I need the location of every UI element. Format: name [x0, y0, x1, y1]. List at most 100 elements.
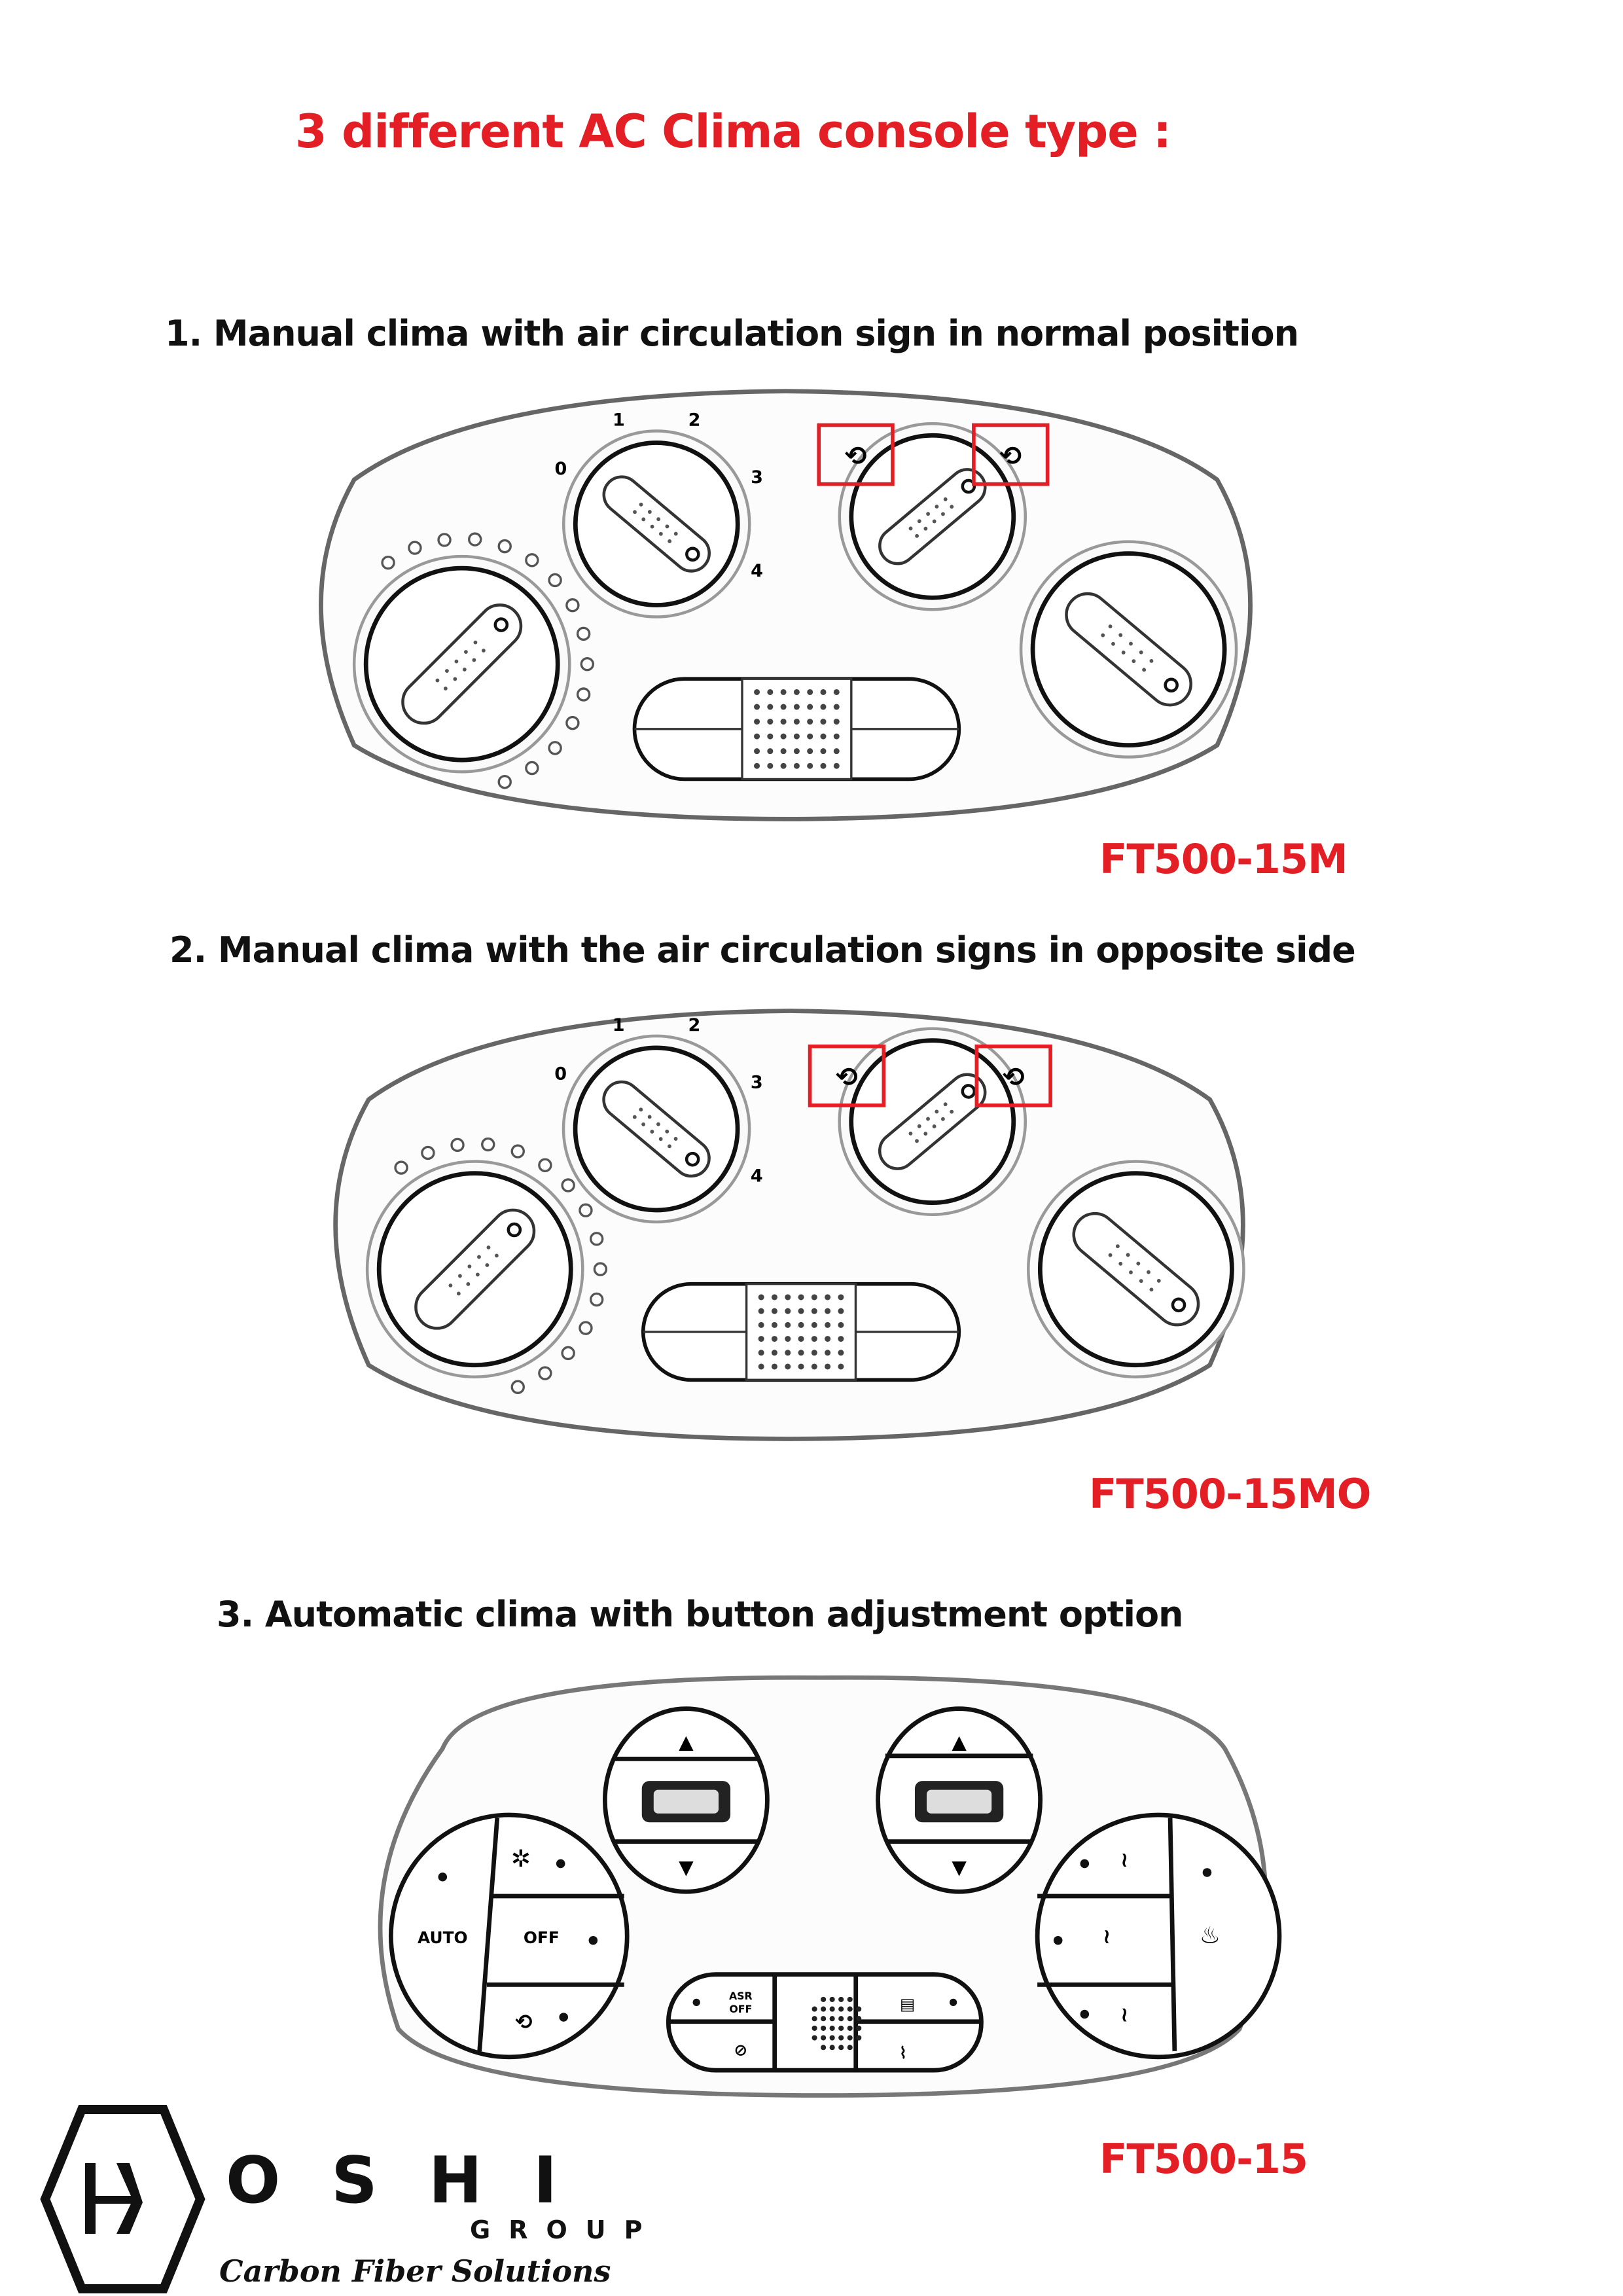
temp-left-up-icon: ▲ — [679, 1731, 694, 1753]
temp-left-control: ▲ ▼ — [602, 1706, 770, 1894]
led-indicator — [561, 1178, 575, 1193]
led-indicator — [576, 626, 591, 641]
fan-speed-label: 4 — [751, 1166, 763, 1186]
defrost-icon: ♨ — [1200, 1922, 1221, 1949]
led-indicator — [565, 598, 580, 613]
vent-face-feet-icon: ≀ — [1103, 1925, 1111, 1948]
led-indicator — [525, 761, 539, 776]
temperature-dial — [352, 554, 571, 774]
dial-slot — [878, 468, 987, 565]
led-indicator — [579, 1321, 593, 1335]
led-indicator — [381, 555, 395, 570]
led-indicator — [538, 1158, 552, 1172]
mode-right-control: ≀ ≀ ≀ ♨ — [1035, 1812, 1282, 2060]
fan-dial — [562, 429, 751, 619]
section-1-heading: 1. Manual clima with air circulation sig… — [165, 313, 1299, 354]
dial-slot — [1072, 1211, 1200, 1327]
asr-label-2: OFF — [729, 2003, 752, 2015]
led-indicator — [437, 533, 452, 547]
fan-speed-label: 1 — [613, 410, 625, 431]
led-indicator — [589, 1232, 604, 1246]
wiper-icon: ⊘ — [734, 2041, 747, 2060]
led-indicator — [593, 1262, 608, 1276]
led-indicator — [589, 1292, 604, 1307]
temp-left-down-icon: ▼ — [679, 1856, 694, 1878]
page-title: 3 different AC Clima console type : — [295, 105, 1171, 158]
temp-right-down-icon: ▼ — [952, 1856, 967, 1878]
led-indicator — [538, 1366, 552, 1380]
led-indicator — [525, 553, 539, 567]
led-indicator — [394, 1160, 408, 1175]
temp-right-up-icon: ▲ — [952, 1731, 967, 1753]
fan-speed-label: 0 — [554, 1064, 567, 1084]
temperature-dial — [365, 1160, 584, 1379]
led-indicator — [548, 573, 562, 588]
dial-slot — [602, 1080, 711, 1178]
led-indicator — [561, 1346, 575, 1361]
koshi-logo: OSHI GROUP Carbon Fiber Solutions — [39, 2104, 694, 2296]
fan-speed-label: 2 — [688, 410, 701, 431]
logo-hexagon-icon — [40, 2105, 205, 2293]
fan-speed-label: 3 — [751, 467, 763, 488]
highlight-box — [817, 423, 895, 486]
mode-left-control: AUTO OFF ✲ ⟲ — [388, 1812, 630, 2060]
seat-heat-icon: ⌇ — [899, 2043, 907, 2062]
led-indicator — [565, 715, 580, 730]
speaker-grille — [741, 677, 853, 781]
recirculation-icon: ⟲ — [836, 1062, 858, 1093]
temp-right-control: ▲ ▼ — [876, 1706, 1043, 1894]
led-indicator — [421, 1145, 435, 1160]
vent-face-icon: ≀ — [1120, 1848, 1128, 1872]
fan-speed-label: 2 — [688, 1015, 700, 1035]
dial-slot — [1065, 592, 1192, 707]
logo-word: OSHI — [226, 2144, 609, 2218]
air-distribution-dial — [1027, 1160, 1245, 1379]
product-code-3: FT500-15 — [1099, 2135, 1308, 2183]
product-code-1: FT500-15M — [1099, 835, 1348, 883]
asr-label-1: ASR — [729, 1990, 753, 2002]
rear-defrost-icon: ▤ — [900, 1995, 915, 2014]
highlight-box — [972, 423, 1050, 486]
section-3-heading: 3. Automatic clima with button adjustmen… — [217, 1594, 1183, 1635]
led-indicator — [548, 741, 562, 755]
led-indicator — [497, 775, 512, 789]
led-indicator — [408, 541, 422, 555]
console-image-manual-opposite: 0 1 2 3 4 ⟲ ⟲ — [333, 1009, 1245, 1441]
fan-speed-label: 3 — [751, 1072, 763, 1092]
led-indicator — [468, 532, 482, 547]
recirculation-icon: ⟲ — [515, 2011, 532, 2034]
vent-feet-icon: ≀ — [1120, 2003, 1128, 2027]
led-indicator — [510, 1380, 525, 1394]
logo-tagline: Carbon Fiber Solutions — [219, 2253, 611, 2289]
dial-slot — [414, 1208, 536, 1330]
fan-speed-label: 4 — [751, 561, 763, 581]
speaker-grille — [812, 1996, 862, 2051]
console-image-manual-normal: 0 1 2 3 4 ⟲ ⟲ — [319, 389, 1253, 821]
air-distribution-dial — [1019, 540, 1238, 759]
led-indicator — [510, 1144, 525, 1158]
led-indicator — [481, 1137, 495, 1152]
recirculation-icon: ⟲ — [999, 440, 1022, 471]
led-indicator — [580, 656, 595, 672]
led-indicator — [579, 1203, 593, 1217]
fan-speed-label: 1 — [613, 1015, 625, 1035]
recirculation-dial — [838, 1027, 1027, 1216]
section-2-heading: 2. Manual clima with the air circulation… — [169, 929, 1356, 971]
auto-label: AUTO — [418, 1928, 468, 1947]
recirculation-dial — [838, 422, 1027, 611]
dial-slot — [878, 1073, 987, 1170]
ac-snowflake-icon: ✲ — [511, 1845, 531, 1873]
console-image-automatic: ▲ ▼ ▲ ▼ AUTO OFF ✲ ⟲ ≀ ≀ ≀ ♨ — [378, 1675, 1282, 2098]
highlight-box — [974, 1044, 1052, 1107]
recirculation-icon: ⟲ — [1003, 1062, 1025, 1093]
fan-dial — [562, 1034, 751, 1224]
led-indicator — [450, 1138, 465, 1153]
logo-group: GROUP — [470, 2215, 661, 2244]
off-label: OFF — [524, 1928, 560, 1947]
recirculation-icon: ⟲ — [845, 440, 867, 471]
highlight-box — [808, 1044, 886, 1107]
product-code-2: FT500-15MO — [1089, 1470, 1371, 1518]
dial-slot — [602, 475, 711, 573]
bottom-button-strip: ASR OFF ⊘ ▤ ⌇ — [666, 1972, 984, 2073]
fan-speed-label: 0 — [554, 459, 567, 479]
